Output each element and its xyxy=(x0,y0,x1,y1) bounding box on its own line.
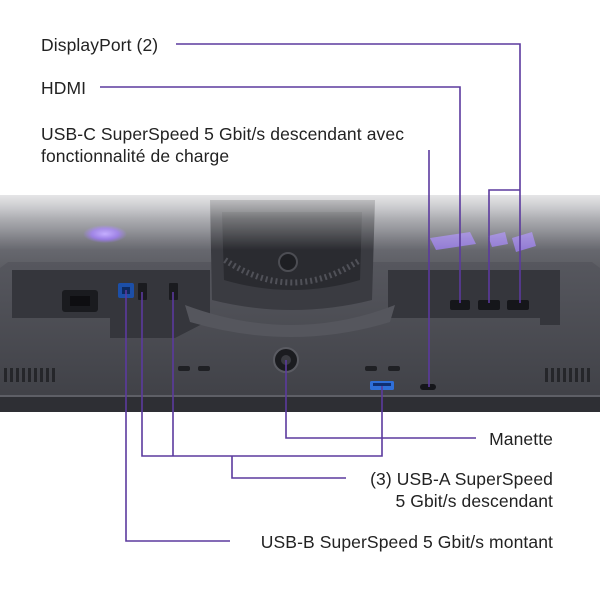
usb-c-port xyxy=(420,384,436,390)
hdmi-port xyxy=(450,300,470,310)
leader-usbb xyxy=(125,290,230,542)
label-joystick: Manette xyxy=(489,429,553,449)
leader-usba-bottom xyxy=(231,456,346,479)
label-usbc-line2: fonctionnalité de charge xyxy=(41,146,230,166)
leader-usba xyxy=(141,292,383,457)
stand-screw xyxy=(278,252,298,272)
label-usbb: USB-B SuperSpeed 5 Gbit/s montant xyxy=(260,532,553,552)
control-button xyxy=(178,366,190,371)
usb-a-port-rear-1 xyxy=(138,283,147,300)
label-usbc-line1: USB-C SuperSpeed 5 Gbit/s descendant ave… xyxy=(41,124,405,144)
vent-right xyxy=(545,368,590,382)
control-button xyxy=(365,366,377,371)
stand-mount-ribs xyxy=(223,257,362,286)
leader-joystick xyxy=(285,360,476,439)
monitor-bottom-rim xyxy=(0,395,600,412)
usb-a-port-front-inner xyxy=(373,383,391,386)
top-fade-overlay xyxy=(0,180,600,250)
usb-a-port-rear-2 xyxy=(169,283,178,300)
vent-left xyxy=(4,368,55,382)
control-button xyxy=(198,366,210,371)
leader-lines xyxy=(100,43,521,542)
io-bay xyxy=(12,270,210,338)
leader-hdmi xyxy=(100,86,461,303)
label-displayport: DisplayPort (2) xyxy=(41,35,159,55)
leader-displayport-branch xyxy=(488,189,520,303)
displayport-port-2 xyxy=(507,300,529,310)
leader-displayport xyxy=(176,43,521,303)
rim-highlight xyxy=(0,395,600,397)
power-socket-inner xyxy=(70,296,90,306)
control-button xyxy=(388,366,400,371)
io-bay-right xyxy=(388,270,560,325)
label-hdmi: HDMI xyxy=(41,78,87,98)
label-usba-line1: (3) USB-A SuperSpeed xyxy=(370,469,553,489)
displayport-port-1 xyxy=(478,300,500,310)
stand-base-plate xyxy=(185,305,395,337)
label-usba-line2: 5 Gbit/s descendant xyxy=(395,491,553,511)
